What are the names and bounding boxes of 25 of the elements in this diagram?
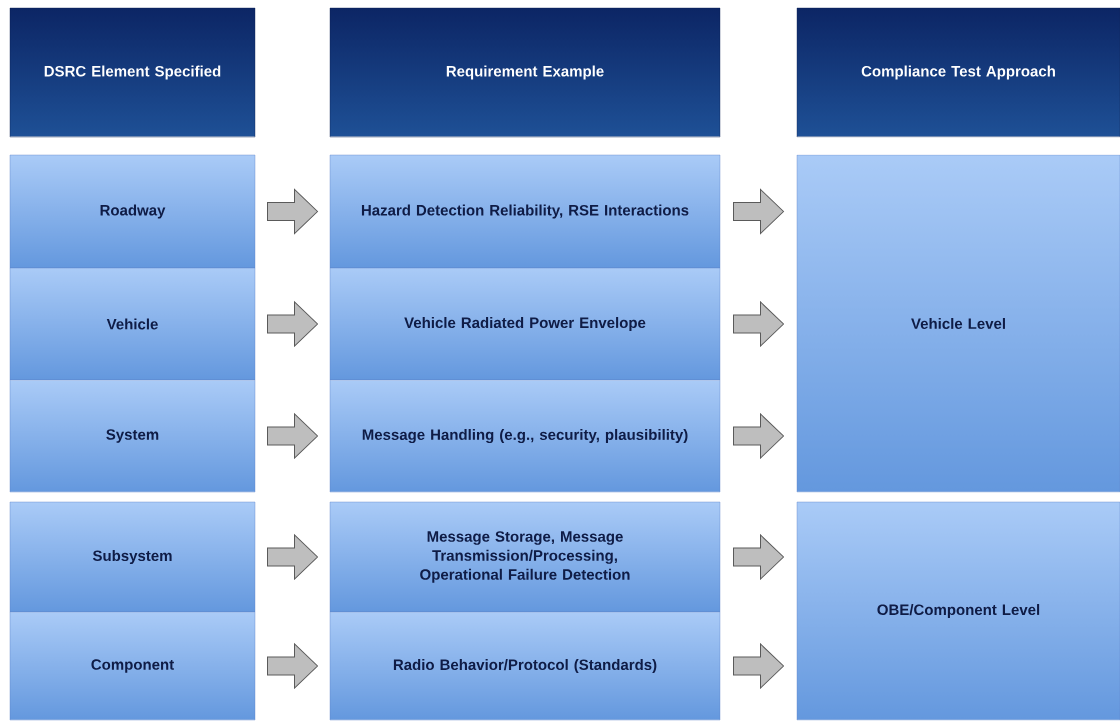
block-arrow	[733, 301, 784, 347]
block-arrow	[733, 413, 784, 459]
header-box: DSRC Element Specified	[9, 7, 256, 138]
text-box: Message Handling (e.g., security, plausibility)	[329, 379, 721, 493]
text-box: Hazard Detection Reliability, RSE Interactions	[329, 154, 721, 269]
block-arrow	[267, 301, 318, 347]
block-arrow	[733, 534, 784, 580]
text-box: Message Storage, Message Transmission/Processing, Operational Failure Detection	[329, 501, 721, 613]
block-arrow	[733, 643, 784, 689]
block-arrow	[267, 534, 318, 580]
text-box: Subsystem	[9, 501, 256, 613]
block-arrow	[267, 189, 318, 234]
block-arrow	[733, 189, 784, 234]
text-box: Vehicle Radiated Power Envelope	[329, 267, 721, 381]
header-box: Compliance Test Approach	[796, 7, 1120, 138]
text-box: Radio Behavior/Protocol (Standards)	[329, 611, 721, 721]
text-box: Vehicle Level	[796, 154, 1120, 493]
text-box: Component	[9, 611, 256, 721]
text-box: System	[9, 379, 256, 493]
block-arrow	[267, 413, 318, 459]
header-box: Requirement Example	[329, 7, 721, 138]
block-arrow	[267, 643, 318, 689]
text-box: Vehicle	[9, 267, 256, 381]
text-box: OBE/Component Level	[796, 501, 1120, 721]
text-box: Roadway	[9, 154, 256, 269]
